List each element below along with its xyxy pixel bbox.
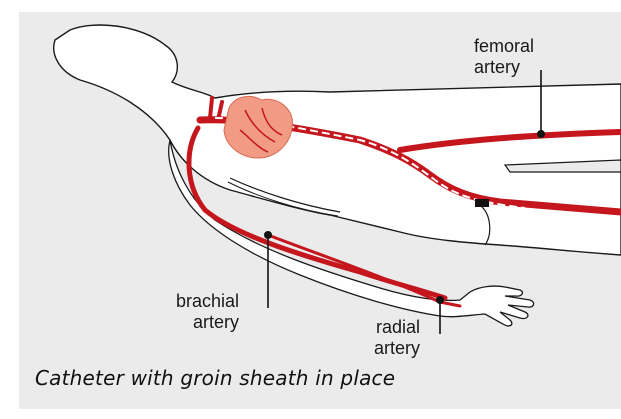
brachial-artery-label: brachial artery (176, 291, 239, 333)
brachial-dot (264, 231, 272, 239)
groin-sheath (475, 199, 489, 207)
femoral-dot (537, 130, 545, 138)
diagram-caption: Catheter with groin sheath in place (35, 366, 395, 390)
body-silhouette (54, 25, 621, 255)
radial-artery-label: radial artery (374, 317, 420, 359)
radial-dot (436, 296, 444, 304)
femoral-artery-label: femoral artery (474, 36, 534, 78)
